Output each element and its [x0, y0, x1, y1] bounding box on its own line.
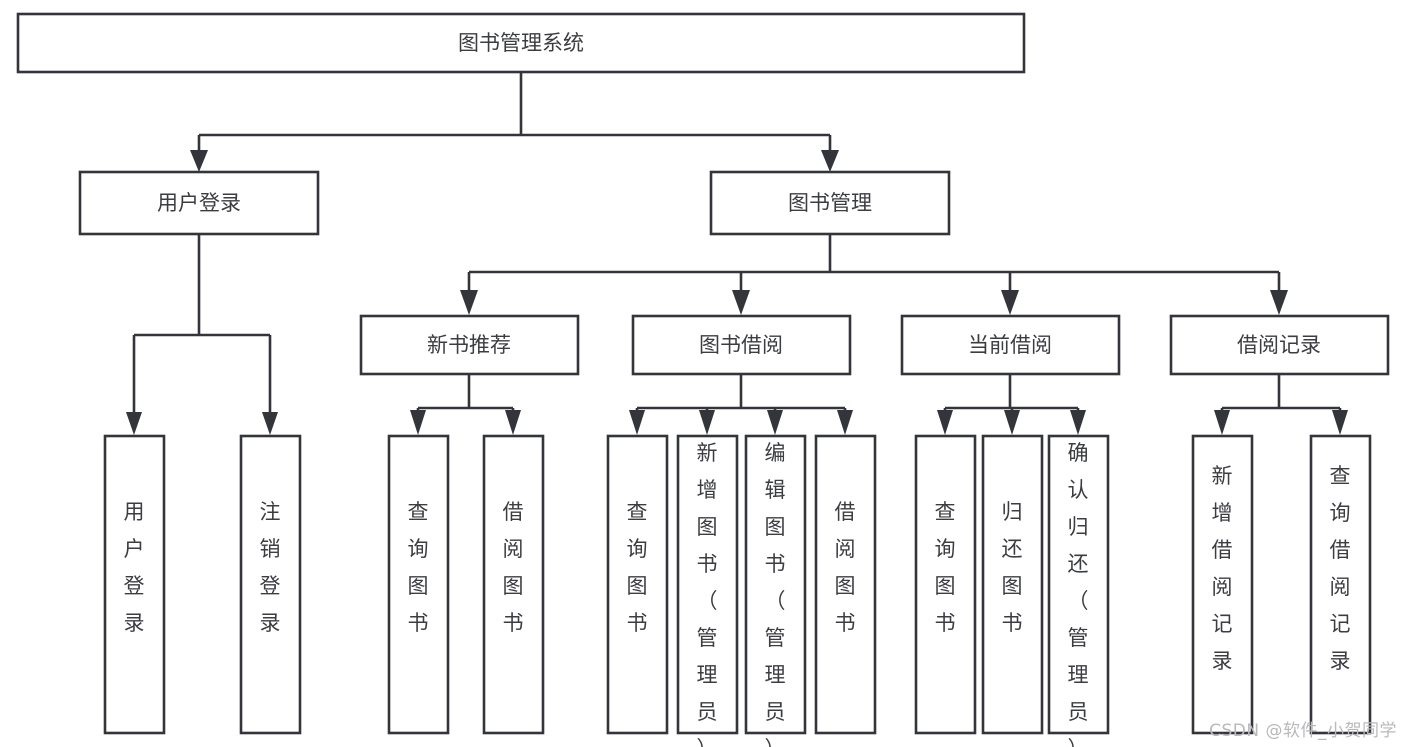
leaf-query-record-box[interactable]: [1309, 434, 1372, 735]
arrowhead-leaf-borrow-book-1: [505, 410, 521, 435]
arrowhead-leaf-borrow-book-2: [837, 410, 853, 435]
leaf-query-book-1-label: 查询图书: [408, 500, 429, 635]
leaf-borrow-book-2[interactable]: 借阅图书: [814, 434, 877, 735]
node-book-borrow-box[interactable]: [631, 314, 852, 376]
node-new-book-recommend-label: 新书推荐: [427, 333, 511, 357]
leaf-add-book-box[interactable]: [676, 434, 739, 735]
leaf-borrow-book-2-label: 借阅图书: [835, 500, 856, 635]
leaf-user-login[interactable]: 用户登录: [103, 434, 166, 735]
leaf-query-book-3[interactable]: 查询图书: [914, 434, 977, 735]
leaf-add-record-label: 新增借阅记录: [1212, 464, 1233, 673]
leaf-logout-login-label: 注销登录: [260, 500, 281, 635]
leaf-add-record[interactable]: 新增借阅记录: [1191, 434, 1254, 735]
leaf-logout-login-box[interactable]: [239, 434, 302, 735]
arrowhead-userlogin: [190, 150, 208, 172]
leaf-query-book-2-label: 查询图书: [627, 500, 648, 635]
arrowhead-current-borrow: [1001, 290, 1019, 315]
leaf-return-book-box[interactable]: [981, 434, 1044, 735]
node-book-manage-label: 图书管理: [788, 191, 872, 215]
arrowhead-bookmanage: [821, 150, 839, 172]
leaf-query-book-2[interactable]: 查询图书: [606, 434, 669, 735]
leaf-logout-login[interactable]: 注销登录: [239, 434, 302, 735]
node-new-book-recommend[interactable]: 新书推荐: [359, 314, 580, 376]
leaf-query-book-3-box[interactable]: [914, 434, 977, 735]
arrowhead-leaf-confirm-return: [1070, 410, 1086, 435]
arrowhead-leaf-user-login: [126, 412, 142, 435]
arrowhead-leaf-query-book-3: [937, 410, 953, 435]
leaf-user-login-label: 用户登录: [124, 500, 145, 635]
leaf-confirm-return-box[interactable]: [1047, 434, 1110, 735]
leaf-query-book-2-box[interactable]: [606, 434, 669, 735]
node-user-login-box[interactable]: [78, 170, 320, 236]
node-root[interactable]: 图书管理系统: [16, 12, 1026, 74]
arrowhead-leaf-return-book: [1004, 410, 1020, 435]
node-book-manage[interactable]: 图书管理: [709, 170, 951, 236]
leaf-edit-book-label: 编辑图书（管理员）: [765, 441, 786, 747]
leaf-borrow-book-1-box[interactable]: [482, 434, 545, 735]
node-user-login[interactable]: 用户登录: [78, 170, 320, 236]
leaf-edit-book[interactable]: 编辑图书（管理员）: [744, 434, 807, 747]
arrowhead-leaf-query-book-1: [410, 410, 426, 435]
leaf-borrow-book-1[interactable]: 借阅图书: [482, 434, 545, 735]
leaf-return-book-label: 归还图书: [1002, 500, 1023, 635]
leaf-query-record[interactable]: 查询借阅记录: [1309, 434, 1372, 735]
arrowhead-book-borrow: [732, 290, 750, 315]
leaf-borrow-book-2-box[interactable]: [814, 434, 877, 735]
node-book-manage-box[interactable]: [709, 170, 951, 236]
node-current-borrow-label: 当前借阅: [968, 333, 1052, 357]
node-book-borrow[interactable]: 图书借阅: [631, 314, 852, 376]
leaf-add-record-box[interactable]: [1191, 434, 1254, 735]
arrowhead-leaf-add-record: [1214, 410, 1230, 435]
arrowhead-leaf-logout-login: [262, 412, 278, 435]
leaf-query-book-1-box[interactable]: [387, 434, 450, 735]
node-new-book-recommend-box[interactable]: [359, 314, 580, 376]
leaf-confirm-return-label: 确认归还（管理员）: [1068, 441, 1089, 747]
arrowhead-new-book-recommend: [460, 290, 478, 315]
node-book-borrow-label: 图书借阅: [699, 333, 783, 357]
leaf-query-book-1[interactable]: 查询图书: [387, 434, 450, 735]
arrowhead-leaf-edit-book: [767, 410, 783, 435]
connector-layer: [126, 72, 1348, 435]
leaf-query-record-label: 查询借阅记录: [1330, 464, 1351, 673]
leaf-query-book-3-label: 查询图书: [935, 500, 956, 635]
leaf-add-book-label: 新增图书（管理员）: [697, 441, 718, 747]
arrowhead-borrow-record: [1270, 290, 1288, 315]
node-borrow-record[interactable]: 借阅记录: [1169, 314, 1390, 376]
leaf-user-login-box[interactable]: [103, 434, 166, 735]
leaf-confirm-return[interactable]: 确认归还（管理员）: [1047, 434, 1110, 747]
node-root-box[interactable]: [16, 12, 1026, 74]
arrowhead-leaf-query-record: [1332, 410, 1348, 435]
node-current-borrow-box[interactable]: [900, 314, 1121, 376]
leaf-return-book[interactable]: 归还图书: [981, 434, 1044, 735]
node-current-borrow[interactable]: 当前借阅: [900, 314, 1121, 376]
leaf-add-book[interactable]: 新增图书（管理员）: [676, 434, 739, 747]
node-user-login-label: 用户登录: [157, 191, 241, 215]
leaf-borrow-book-1-label: 借阅图书: [503, 500, 524, 635]
leaf-edit-book-box[interactable]: [744, 434, 807, 735]
node-borrow-record-box[interactable]: [1169, 314, 1390, 376]
node-root-label: 图书管理系统: [458, 31, 584, 55]
arrowhead-leaf-query-book-2: [629, 410, 645, 435]
node-borrow-record-label: 借阅记录: [1237, 333, 1321, 357]
arrowhead-leaf-add-book: [699, 410, 715, 435]
